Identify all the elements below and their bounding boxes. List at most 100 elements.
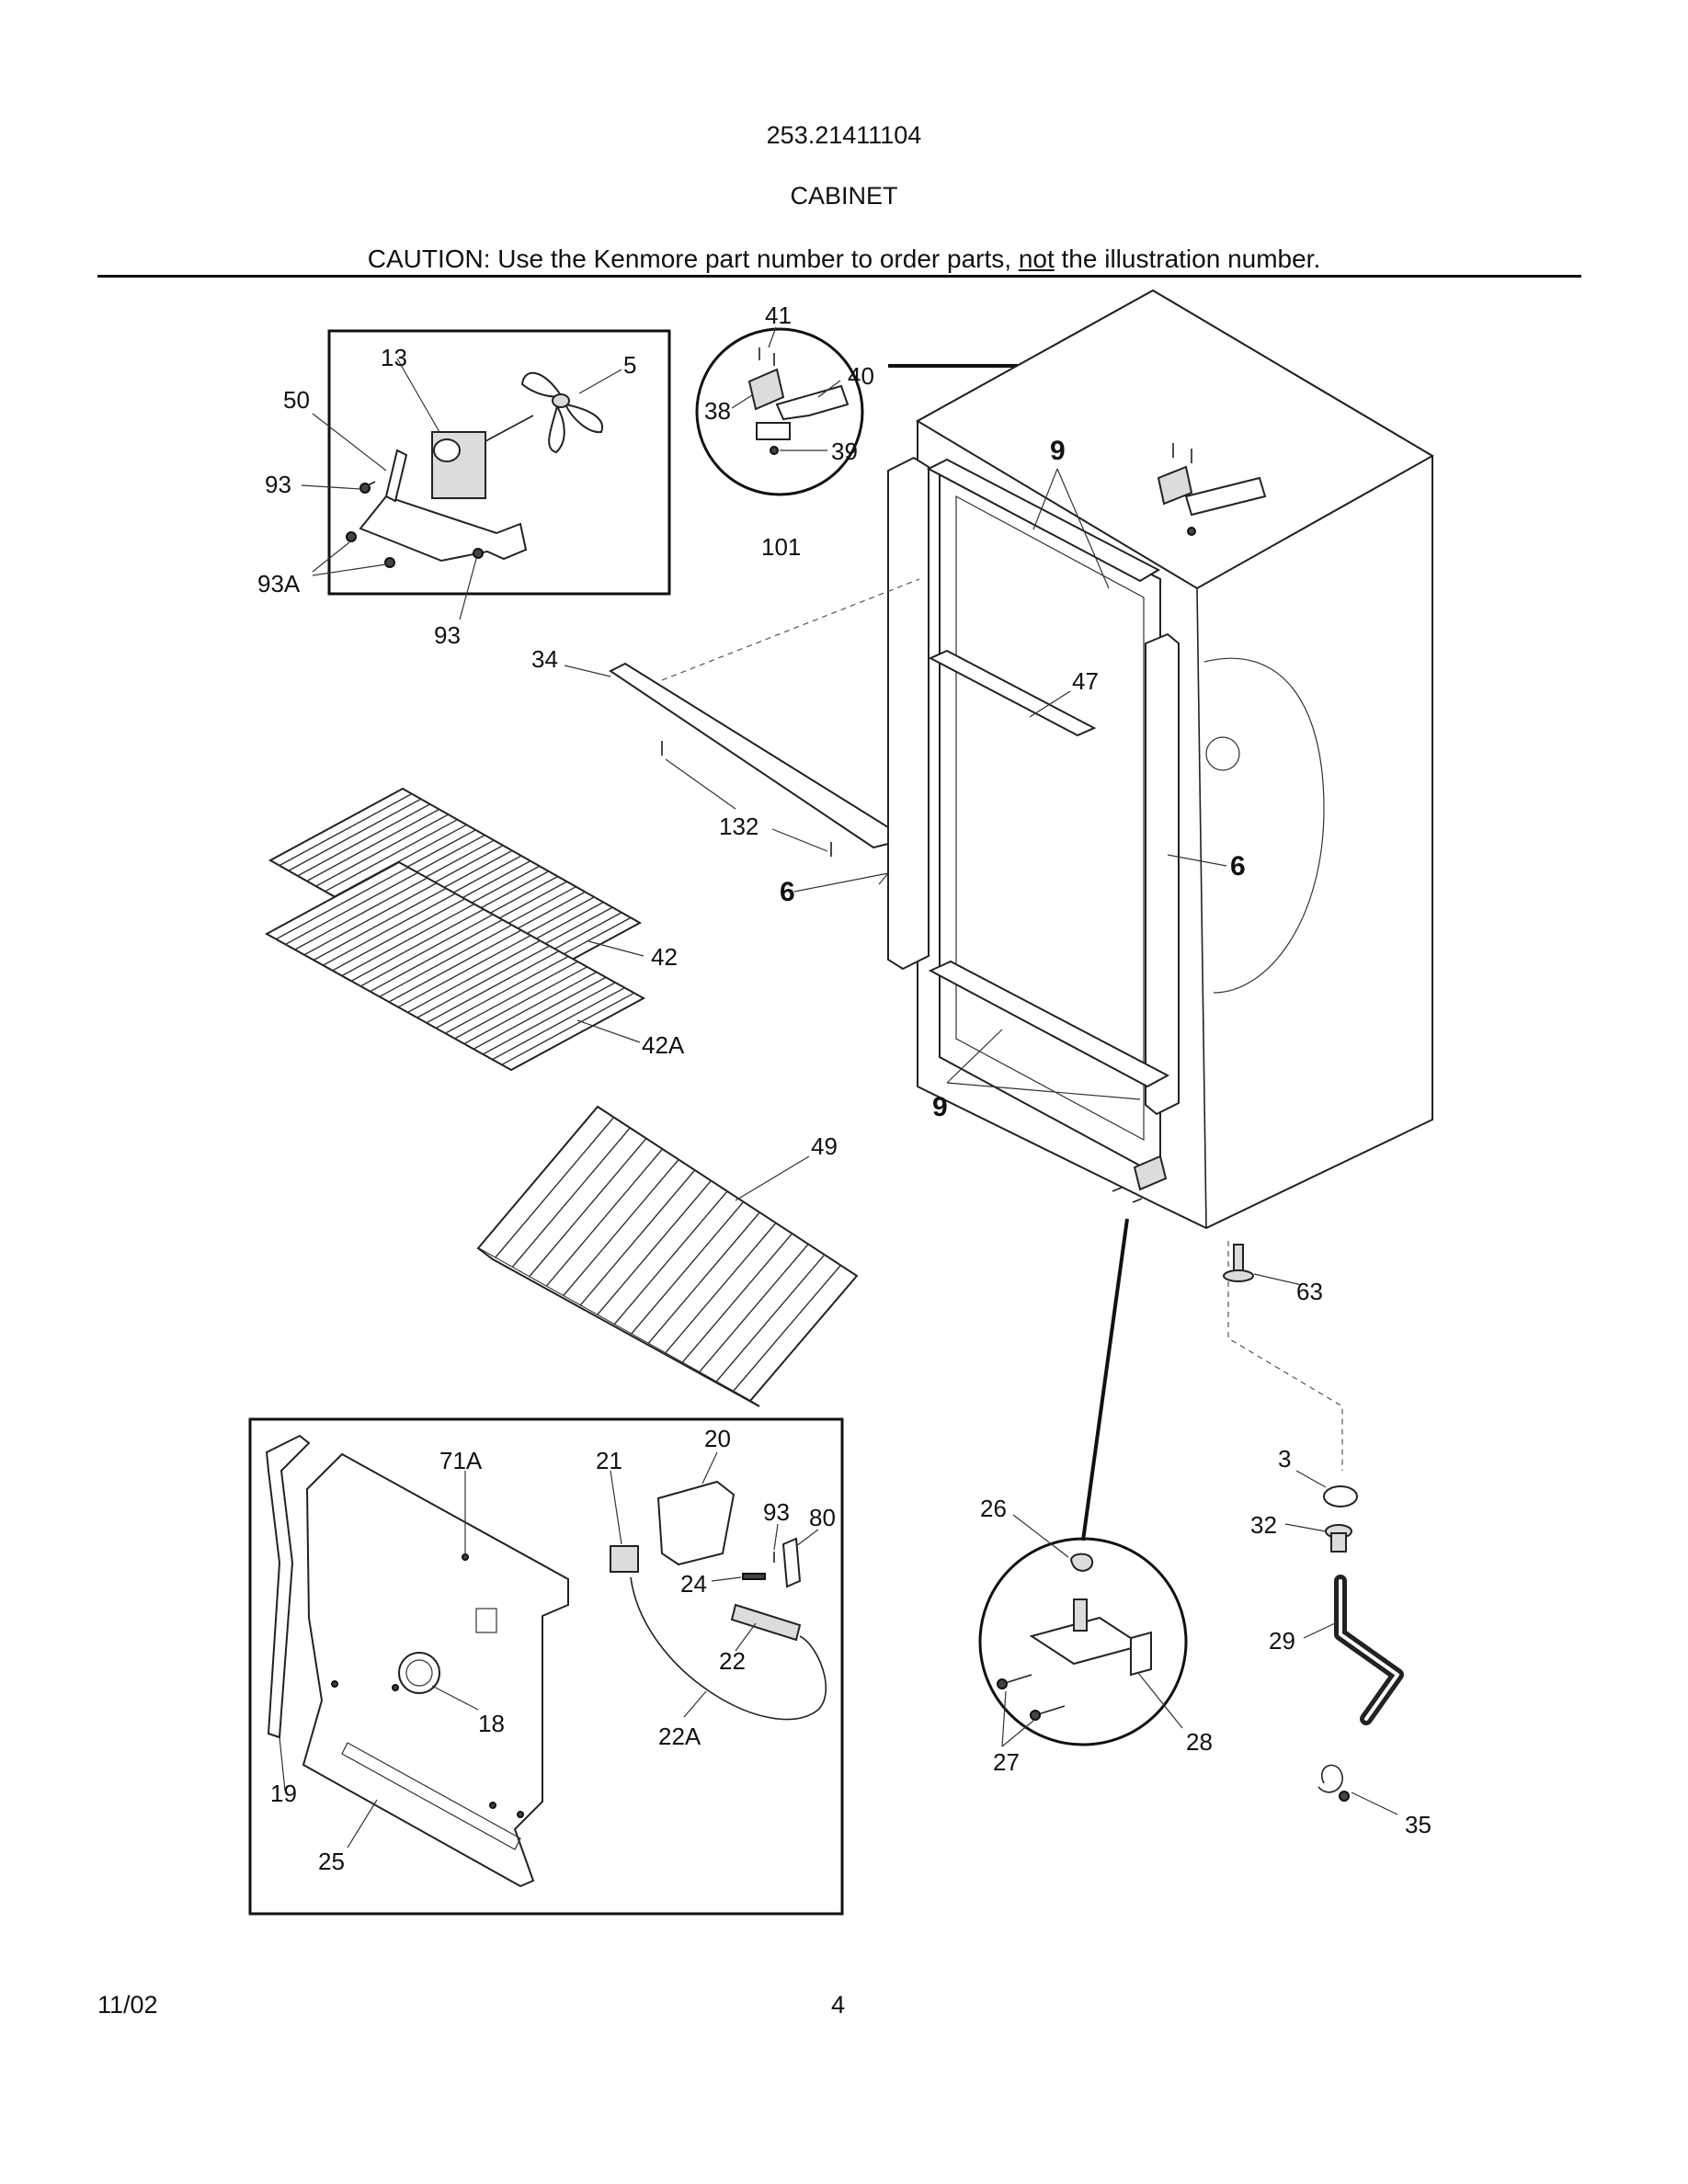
leg-dashline [1227,1241,1343,1471]
panel-screw-d [517,1811,524,1818]
fan-blade [520,371,604,454]
leader-13 [396,358,440,433]
callout-47: 47 [1072,667,1099,695]
callout-5: 5 [623,351,636,379]
callout-28: 28 [1186,1728,1213,1756]
leader-9-top-b [1056,468,1110,589]
lower-inset: 20 71A 21 93 80 24 22 22A 18 19 25 [248,1417,844,1916]
hinge-flange [1130,1631,1152,1677]
trim-strip-19 [265,1434,311,1739]
leader-49 [735,1155,810,1201]
wire-rod [397,935,531,1008]
leader-6-left-a [878,872,889,885]
section-title: CABINET [790,182,898,210]
wire-rod [359,914,494,987]
wire-rod [562,1159,679,1297]
wire-rod [596,1180,712,1316]
leader-27-b [1001,1720,1034,1747]
callout-39: 39 [831,438,858,465]
wire-rod [528,1138,647,1278]
leveling-leg-63-foot [1223,1269,1254,1282]
callout-49: 49 [811,1132,838,1160]
cabinet-bottom-hinge [1133,1155,1168,1191]
wire-rod [323,893,456,966]
leader-22 [735,1622,757,1652]
shelf-42A-wires [275,867,635,1065]
callout-22: 22 [719,1647,746,1675]
leader-34 [564,665,611,677]
callout-24: 24 [680,1570,707,1598]
hinge-arm-40 [775,384,850,421]
wire-rod [579,1169,696,1306]
wire-rod [313,887,447,961]
panel-cutout [475,1608,497,1633]
wire-rod [325,819,458,893]
cabinet-corner-edge [1196,587,1207,1229]
leader-80 [795,1529,819,1547]
wire-rod [698,1244,809,1373]
callout-19: 19 [270,1780,297,1807]
wire-rod [416,945,551,1018]
thermostat-knob-inner [405,1659,433,1687]
callout-21: 21 [596,1447,622,1474]
callout-18: 18 [478,1710,505,1737]
leader-6-right [1167,854,1227,867]
caution-prefix: CAUTION: Use the Kenmore part number to … [367,245,1019,273]
callout-9-bottom: 9 [932,1092,948,1122]
timer-cover-20 [656,1480,736,1566]
rail-dashline [661,578,920,681]
screw-93-upper [359,481,376,494]
leader-132-a [665,758,736,810]
caution-emphasis: not [1018,245,1055,273]
wire-rod [501,992,635,1065]
inset-frame-lower [248,1417,844,1916]
callout-34: 34 [531,645,558,673]
leader-35 [1351,1792,1398,1815]
leader-40 [817,380,841,398]
leader-9-top-a [1032,468,1058,530]
footer-date: 11/02 [97,1991,158,2019]
callout-93A: 93A [257,570,301,597]
bottom-hinge-screw-a [1112,1187,1123,1192]
bracket-80 [781,1537,802,1588]
callout-63: 63 [1296,1278,1323,1305]
wire-rod [350,908,485,982]
wire-rod [306,808,440,882]
panel-screw-a [462,1553,469,1561]
wire-rod [545,1148,664,1287]
screw-93A-a [346,531,357,542]
leader-25 [347,1799,378,1848]
liner-inner-edge [955,495,1145,1142]
leader-42 [587,940,644,957]
leader-5 [578,369,622,394]
thermostat-knob-18 [398,1652,440,1694]
wire-rod [341,903,475,977]
leader-93-inset [773,1523,779,1551]
wire-rod [294,877,428,950]
wire-rod [732,1265,841,1393]
drain-tube-29 [1334,1575,1404,1725]
inset-frame-fan [327,329,671,596]
motor-gear [433,438,461,462]
motor-shaft [485,415,534,442]
basket-wires [494,1117,841,1393]
side-opening [1205,736,1240,771]
plug-3 [1323,1485,1358,1507]
hinge-pin [1073,1598,1088,1632]
screw-27-a-head [997,1678,1008,1689]
callout-132: 132 [719,813,758,840]
wire-shelves: 42 42A [264,787,685,1072]
wire-rod [388,929,522,1003]
callout-42: 42 [651,943,678,971]
callout-41: 41 [765,301,792,329]
leader-21 [610,1470,622,1545]
callout-9-top: 9 [1050,436,1066,466]
bottom-hinge-detail: 26 27 28 [978,1218,1213,1776]
shelf-support-47 [928,649,1097,737]
cabinet-side-panel [1203,657,1325,994]
header-rule [97,275,1581,278]
heater-22 [730,1603,802,1642]
leader-9-bottom-a [946,1029,1003,1084]
wire-rod [435,955,569,1029]
